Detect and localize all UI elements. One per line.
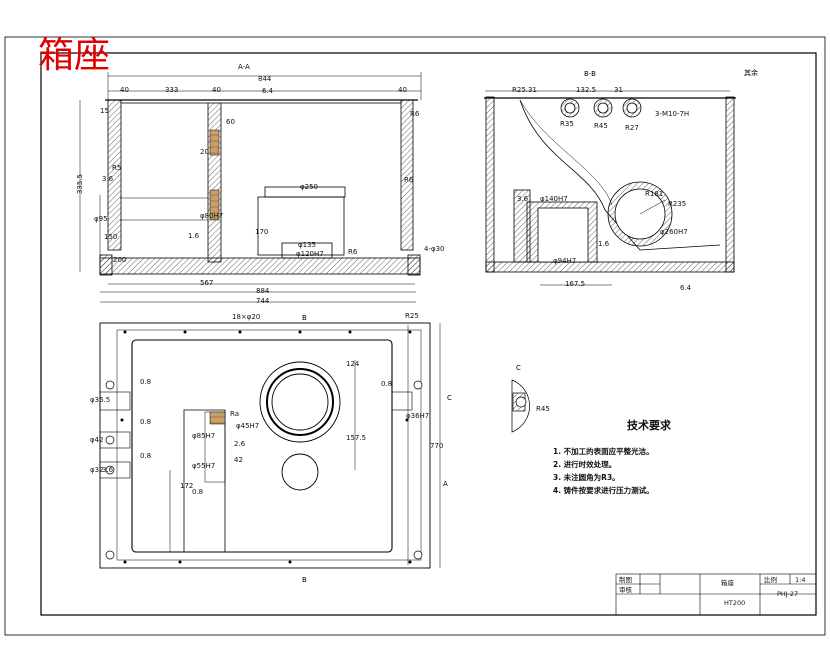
rest-label: 其余	[744, 68, 758, 77]
section-view-bb	[484, 90, 736, 286]
top-dim-b7: φ85H7	[192, 432, 216, 440]
bb-dim-a13: φ94H7	[553, 257, 577, 265]
top-dim-b16: φ36H7	[406, 412, 430, 420]
title-block-name: 箱座	[721, 579, 734, 587]
section-view-aa	[79, 72, 422, 303]
title-block	[615, 573, 817, 616]
aa-dim-d1: φ95	[94, 215, 108, 223]
requirement-item: 4. 铸件按要求进行压力测试。	[553, 486, 654, 495]
aa-dim-bottom: 567	[200, 279, 214, 287]
aa-dim-inner-left: 333	[165, 86, 179, 94]
bb-dim-a11: φ140H7	[540, 195, 568, 203]
requirement-item: 1. 不加工的表面应平整光洁。	[553, 447, 654, 456]
top-dim-b13: 0.8	[140, 452, 152, 460]
top-dim-b9: φ42	[90, 436, 104, 444]
aa-dim-total: 844	[258, 75, 272, 83]
top-dim-b3: 124	[346, 360, 360, 368]
bb-dim-a4: 3-M10-7H	[655, 110, 690, 118]
top-label-b2: B	[302, 576, 307, 584]
aa-dim-d8: R6	[410, 110, 420, 118]
aa-dim-d9: 60	[226, 118, 235, 126]
aa-dim-rough: 6.4	[262, 87, 274, 95]
top-dim-b1: 18×φ20	[232, 313, 261, 321]
top-dim-b4: 157.5	[346, 434, 367, 442]
aa-dim-s2: 1.6	[188, 232, 200, 240]
top-dim-b20: 0.8	[192, 488, 204, 496]
aa-dim-hole: φ120H7	[296, 250, 324, 258]
aa-dim-r-right: R6	[404, 176, 414, 184]
bb-dim-a3: 31	[614, 86, 623, 94]
bb-dim-a1: R25.31	[512, 86, 537, 94]
c-label: C	[516, 364, 521, 372]
top-dim-b17: 2.6	[234, 440, 246, 448]
aa-dim-s1: 3.6	[102, 175, 114, 183]
aa-dim-height: 335.5	[76, 173, 85, 195]
requirement-item: 2. 进行时效处理。	[553, 460, 617, 469]
title-block-check: 审核	[619, 586, 632, 594]
title-block-scale-label: 比例	[764, 576, 777, 584]
bb-dim-a16: 1.6	[598, 240, 610, 248]
top-dim-b18: 172	[180, 482, 194, 490]
top-dim-b21: φ45H7	[236, 422, 260, 430]
c-arrow-label: C	[447, 394, 452, 402]
title-block-scale: 1:4	[795, 576, 806, 584]
aa-dim-left-wall: 40	[120, 86, 129, 94]
top-dim-b19: 42	[234, 456, 243, 464]
top-dim-b8: φ55H7	[192, 462, 216, 470]
plan-view	[99, 322, 441, 569]
outer-frame	[4, 36, 826, 636]
bb-dim-a9: R235	[668, 200, 687, 208]
top-dim-b10: φ32	[90, 466, 104, 474]
top-dim-b2: R25	[405, 312, 419, 320]
detail-view-c	[511, 379, 530, 433]
bb-dim-a7: R27	[625, 124, 639, 132]
bb-dim-a6: R45	[594, 122, 608, 130]
bb-dim-a14: 3.6	[517, 195, 529, 203]
aa-dim-base: 884	[256, 287, 270, 295]
drawing-title: 箱座	[38, 35, 111, 76]
aa-dim-r1: R6	[348, 248, 358, 256]
requirements-heading: 技术要求	[627, 419, 671, 432]
aa-dim-d7: 20	[200, 148, 209, 156]
aa-dim-h3: 4-φ30	[424, 245, 445, 253]
top-dim-b22: Ra	[230, 410, 239, 418]
c-dim: R45	[536, 405, 550, 413]
aa-dim-d2: φ80H7	[200, 212, 224, 220]
a-arrow-label: A	[443, 480, 448, 488]
bb-dim-a12: 167.5	[565, 280, 586, 288]
aa-dim-overall: 744	[256, 297, 270, 305]
aa-dim-d5: 200	[113, 256, 127, 264]
top-dim-b15: 0.8	[381, 380, 393, 388]
aa-dim-mid-wall: 40	[212, 86, 221, 94]
aa-dim-d3: 170	[255, 228, 269, 236]
bb-dim-a8: R181	[645, 190, 664, 198]
top-dim-b11: 0.8	[140, 378, 152, 386]
aa-dim-d4: 150	[104, 233, 118, 241]
aa-dim-r5: R5	[112, 164, 122, 172]
bb-dim-a5: R35	[560, 120, 574, 128]
title-block-number: PHJ-27	[777, 590, 799, 598]
bb-label: B-B	[584, 70, 596, 78]
top-dim-b6: φ36.5	[90, 396, 111, 404]
bb-dim-a10: φ260H7	[660, 228, 688, 236]
top-dim-b5: 770	[430, 442, 444, 450]
title-block-draw: 制图	[619, 576, 632, 584]
title-block-material: HT200	[724, 599, 746, 607]
bb-dim-a2: 132.5	[576, 86, 597, 94]
top-dim-b14: 3.6	[102, 466, 114, 474]
top-label-b1: B	[302, 314, 307, 322]
top-dim-b12: 0.8	[140, 418, 152, 426]
bb-dim-a15: 6.4	[680, 284, 692, 292]
aa-dim-d6: φ135	[298, 241, 316, 249]
aa-dim-right-wall: 40	[398, 86, 407, 94]
aa-dim-h1: 15	[100, 107, 109, 115]
inner-frame	[40, 52, 817, 616]
aa-dim-boss: φ250	[300, 183, 318, 191]
aa-label: A-A	[238, 63, 250, 71]
requirement-item: 3. 未注圆角为R3。	[553, 473, 620, 482]
